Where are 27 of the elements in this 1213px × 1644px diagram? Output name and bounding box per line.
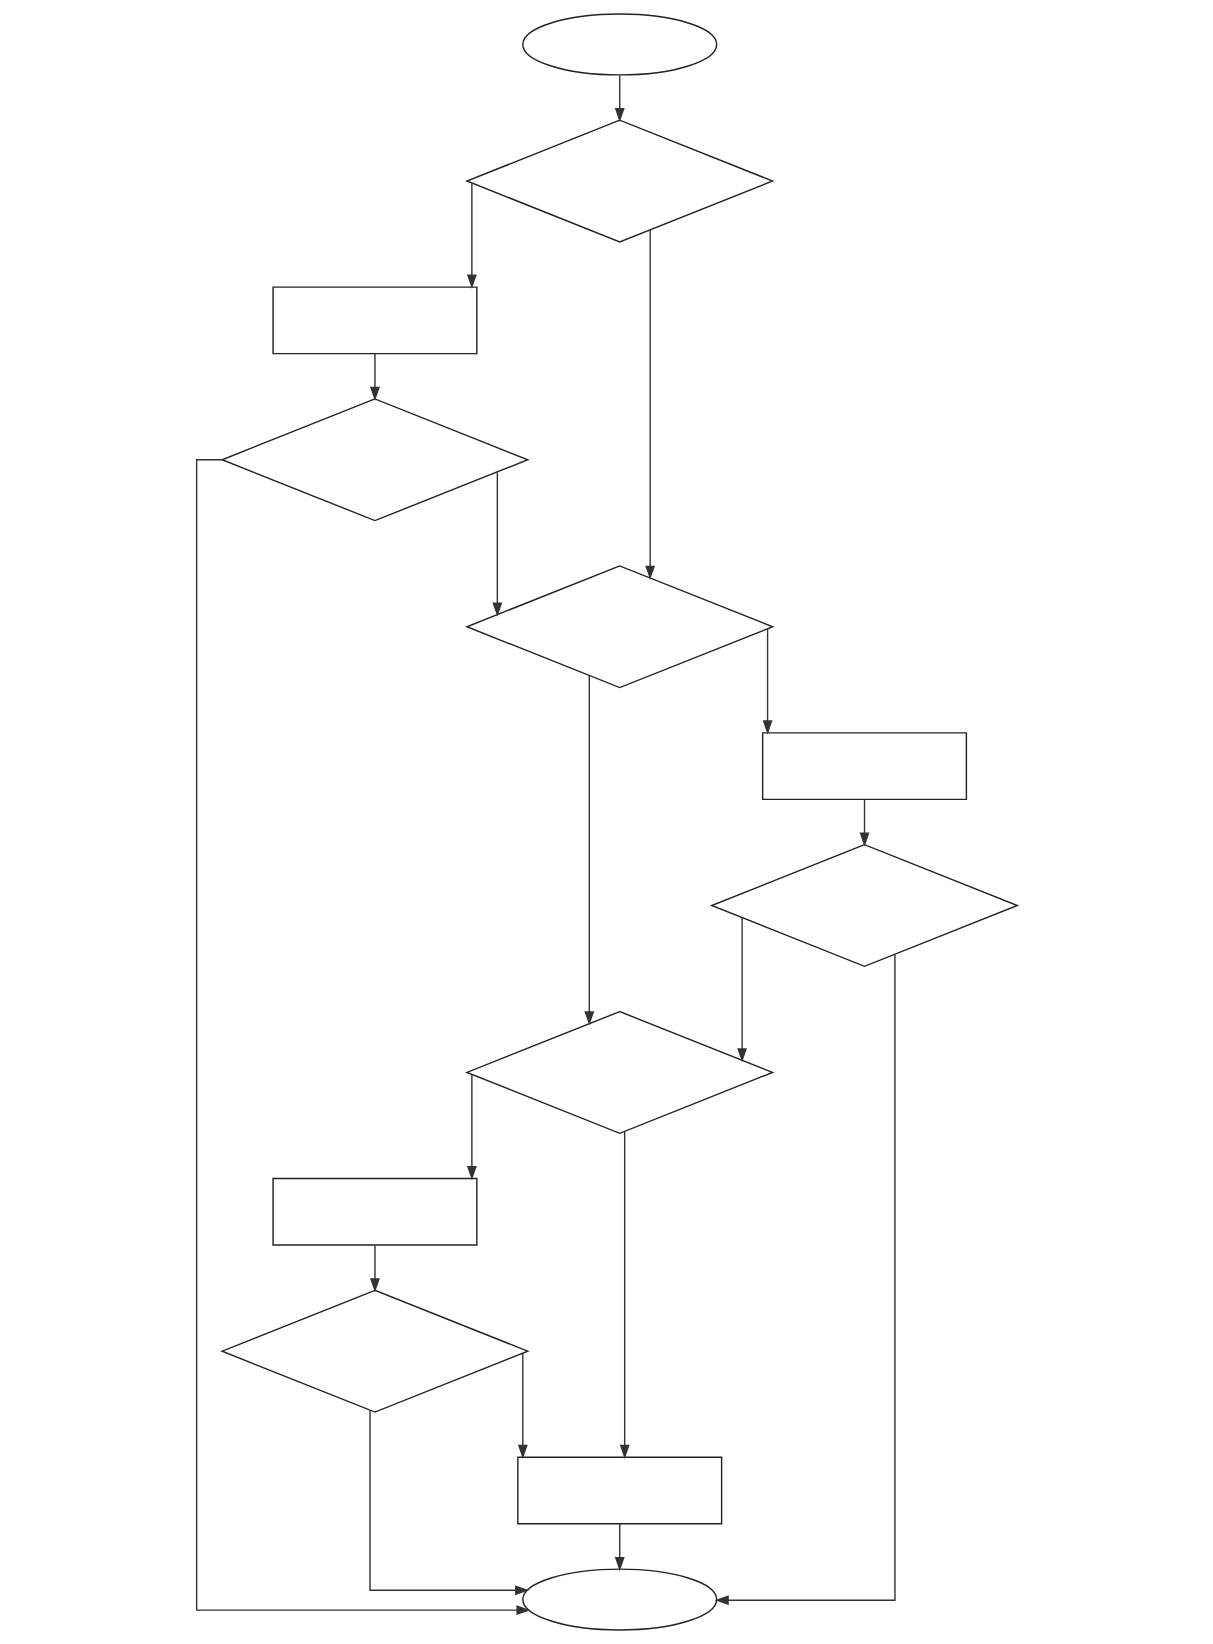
arrow	[369, 353, 380, 401]
arrow	[614, 1523, 625, 1572]
arrow	[466, 1074, 477, 1181]
arrow	[736, 917, 747, 1063]
arrow	[491, 471, 502, 617]
arrow	[644, 229, 655, 580]
arrow	[583, 675, 594, 1026]
arrow	[859, 798, 869, 847]
arrow	[714, 953, 896, 1606]
arrow	[614, 74, 625, 123]
node-box	[761, 732, 967, 801]
node-diamond	[219, 398, 530, 522]
node-oval	[521, 1568, 717, 1631]
arrow	[369, 1244, 380, 1293]
node-diamond	[219, 1289, 530, 1413]
arrow	[368, 1409, 529, 1596]
node-box	[271, 286, 478, 355]
arrow	[619, 1130, 630, 1459]
node-box	[516, 1456, 722, 1525]
node-diamond	[709, 843, 1019, 968]
arrow	[517, 1352, 528, 1459]
node-oval	[521, 13, 717, 76]
arrow	[466, 182, 477, 289]
node-diamond	[464, 119, 774, 243]
node-box	[271, 1177, 478, 1246]
arrow	[762, 628, 773, 735]
arrow	[195, 459, 531, 1616]
